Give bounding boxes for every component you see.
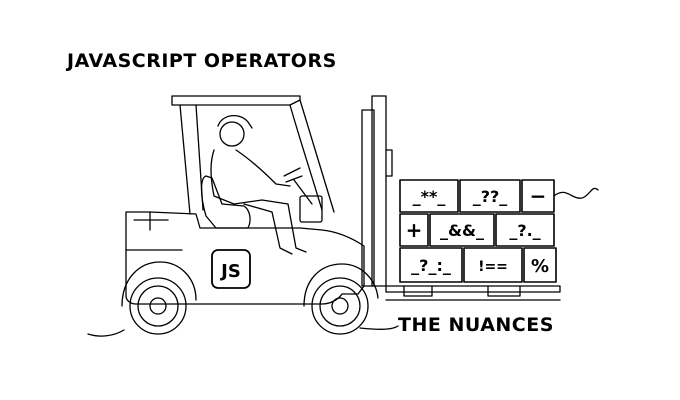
rear-wheel <box>129 277 187 335</box>
operator-box <box>459 179 521 213</box>
driver-head <box>219 121 245 147</box>
pallet <box>403 285 521 297</box>
operator-box <box>399 247 463 283</box>
page-subtitle: THE NUANCES <box>398 314 554 336</box>
operator-label: _**_ <box>413 187 446 206</box>
ground-line <box>87 329 125 337</box>
operator-label: + <box>406 218 423 242</box>
operator-box <box>495 213 555 247</box>
seat <box>200 175 251 229</box>
operator-box <box>463 247 523 283</box>
operator-label: % <box>531 256 549 277</box>
ground-line-right <box>359 325 399 330</box>
operator-box <box>523 247 557 283</box>
operator-label: _?_:_ <box>411 256 451 275</box>
operator-box <box>399 179 459 213</box>
js-logo <box>211 249 251 289</box>
operator-box <box>399 213 429 247</box>
operator-label: !== <box>478 259 508 275</box>
operator-label: _?._ <box>509 221 540 240</box>
front-wheel <box>311 277 369 335</box>
js-logo-text: JS <box>219 261 241 282</box>
steering-wheel <box>283 167 303 183</box>
operator-label: _&&_ <box>440 221 484 240</box>
overhead-guard <box>171 95 301 106</box>
trailing-line <box>553 187 599 199</box>
operator-label: _??_ <box>473 187 508 206</box>
operator-boxes <box>399 179 557 283</box>
page-title: JAVASCRIPT OPERATORS <box>67 50 337 72</box>
operator-box <box>429 213 495 247</box>
mast <box>361 109 375 287</box>
fork <box>385 285 561 293</box>
operator-label: − <box>530 184 547 208</box>
